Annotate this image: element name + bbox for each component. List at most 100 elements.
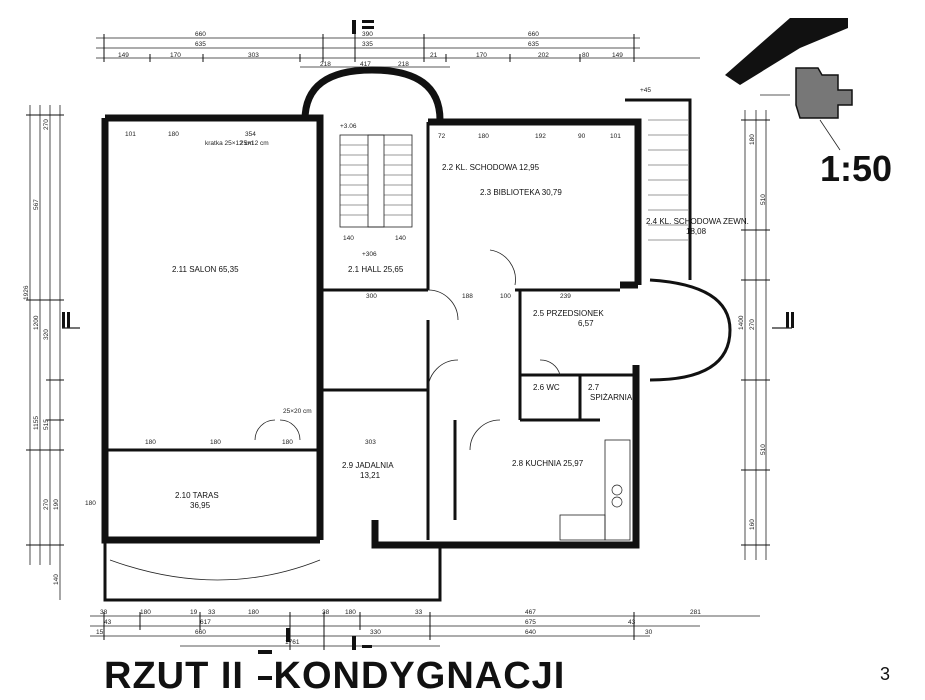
bottom-dimension-chain: 38 180 19 33 180 617 43 38 180 33 467 67… xyxy=(90,609,760,650)
dim-bottom-7: 43 xyxy=(104,619,112,626)
dim-top-15: 218 xyxy=(320,61,331,68)
inner-dim-21: +3.06 xyxy=(340,123,357,130)
dim-top-14: 149 xyxy=(612,52,623,59)
dim-top-11: 170 xyxy=(476,52,487,59)
room-schodowa-zewn: 2.4 KL. SCHODOWA ZEWN. xyxy=(646,217,749,226)
misc-label-3: 25×20 cm xyxy=(283,408,312,415)
inner-dim-6: 192 xyxy=(535,133,546,140)
inner-dim-1: 101 xyxy=(125,131,136,138)
external-stairs xyxy=(648,119,688,241)
inner-dim-16: 180 xyxy=(210,439,221,446)
dim-left-3: 1200 xyxy=(33,315,40,330)
dim-right-2: 510 xyxy=(760,194,767,205)
title-main: RZUT II xyxy=(104,655,244,697)
dim-top-8: 170 xyxy=(170,52,181,59)
room-schodowa-zewn-area: 18,08 xyxy=(686,227,707,236)
room-jadalnia: 2.9 JADALNIA xyxy=(342,461,394,470)
dim-top-13: 80 xyxy=(582,52,590,59)
inner-dim-11: 300 xyxy=(366,293,377,300)
inner-dim-17: 180 xyxy=(282,439,293,446)
dim-bottom-19: 30 xyxy=(645,629,653,636)
inner-dim-4: 72 xyxy=(438,133,446,140)
room-spizarnia: SPIŻARNIA xyxy=(590,393,633,402)
inner-dim-8: 101 xyxy=(610,133,621,140)
dim-bottom-8: 38 xyxy=(322,609,330,616)
inner-dim-14: 239 xyxy=(560,293,571,300)
internal-stairs xyxy=(339,134,413,228)
inner-dim-19: 180 xyxy=(85,500,96,507)
inner-dim-13: 100 xyxy=(500,293,511,300)
section-marker-bottom xyxy=(286,628,372,650)
dim-left-4: 270 xyxy=(43,119,50,130)
inner-dim-15: 180 xyxy=(145,439,156,446)
misc-label-2: 25×12 cm xyxy=(240,140,269,147)
room-przedsionek-area: 6,57 xyxy=(578,319,594,328)
door-swings xyxy=(254,249,561,451)
sheet-number: 3 xyxy=(880,664,891,684)
dim-top-6: 635 xyxy=(528,41,539,48)
room-hall: 2.1 HALL 25,65 xyxy=(348,265,404,274)
section-marker-top xyxy=(352,20,374,34)
dim-left-7: 515 xyxy=(43,419,50,430)
inner-dim-2: 180 xyxy=(168,131,179,138)
kitchen-counter xyxy=(559,439,631,541)
inner-dim-22: +45 xyxy=(640,87,651,94)
inner-dim-9: 140 xyxy=(343,235,354,242)
dim-bottom-15: 330 xyxy=(370,629,381,636)
dim-bottom-16: 640 xyxy=(525,629,536,636)
dim-top-10: 21 xyxy=(430,52,438,59)
grid-marker-right xyxy=(772,312,794,329)
dim-left-6: 1155 xyxy=(33,416,40,430)
room-biblioteka: 2.3 BIBLIOTEKA 30,79 xyxy=(480,188,562,197)
dim-top-2: 390 xyxy=(362,31,373,38)
dim-top-5: 335 xyxy=(362,41,373,48)
room-schodowa: 2.2 KL. SCHODOWA 12,95 xyxy=(442,163,540,172)
dim-left-2: 567 xyxy=(33,199,40,210)
room-wc: 2.6 WC xyxy=(533,383,560,392)
inner-dim-20: +306 xyxy=(362,251,377,258)
inner-dimensions: 101 180 354 72 180 192 90 101 140 140 30… xyxy=(85,87,651,507)
dim-bottom-9: 180 xyxy=(345,609,356,616)
dim-left-10: 140 xyxy=(53,574,60,585)
inner-dim-18: 303 xyxy=(365,439,376,446)
room-taras-area: 36,95 xyxy=(190,501,211,510)
dim-top-16: 417 xyxy=(360,61,371,68)
dim-bottom-10: 33 xyxy=(415,609,423,616)
dim-bottom-20: 15 xyxy=(96,629,104,636)
room-taras: 2.10 TARAS xyxy=(175,491,219,500)
inner-dim-7: 90 xyxy=(578,133,586,140)
dim-bottom-12: 675 xyxy=(525,619,536,626)
dim-bottom-4: 33 xyxy=(208,609,216,616)
room-jadalnia-area: 13,21 xyxy=(360,471,381,480)
dim-right-6: 160 xyxy=(749,519,756,530)
room-labels: 2.11 SALON 65,35 2.1 HALL 25,65 2.2 KL. … xyxy=(172,163,749,510)
dim-left-8: 270 xyxy=(43,499,50,510)
dim-bottom-14: 660 xyxy=(195,629,206,636)
inner-dim-5: 180 xyxy=(478,133,489,140)
right-dimension-chain: 180 510 270 1400 510 160 xyxy=(738,110,770,560)
key-plan xyxy=(725,18,853,151)
dim-bottom-3: 19 xyxy=(190,609,198,616)
building-walls xyxy=(101,66,732,602)
inner-dim-10: 140 xyxy=(395,235,406,242)
title-sub: KONDYGNACJI xyxy=(273,655,566,697)
inner-dim-3: 354 xyxy=(245,131,256,138)
room-przedsionek: 2.5 PRZEDSIONEK xyxy=(533,309,604,318)
room-spizarnia-no: 2.7 xyxy=(588,383,600,392)
dim-right-3: 270 xyxy=(749,319,756,330)
dim-left-1: 1926 xyxy=(23,285,30,300)
dim-bottom-6: 617 xyxy=(200,619,211,626)
top-dimension-chain: 660 390 660 635 335 635 149 170 303 21 1… xyxy=(96,31,700,68)
dim-right-4: 1400 xyxy=(738,315,745,330)
dim-bottom-2: 180 xyxy=(140,609,151,616)
title-divider xyxy=(257,650,272,680)
dim-bottom-1: 38 xyxy=(100,609,108,616)
dim-top-3: 660 xyxy=(528,31,539,38)
dim-top-7: 149 xyxy=(118,52,129,59)
dim-bottom-13: 281 xyxy=(690,609,701,616)
room-kuchnia: 2.8 KUCHNIA 25,97 xyxy=(512,459,584,468)
room-salon: 2.11 SALON 65,35 xyxy=(172,265,239,274)
grid-marker-left xyxy=(62,312,80,329)
dim-top-17: 218 xyxy=(398,61,409,68)
